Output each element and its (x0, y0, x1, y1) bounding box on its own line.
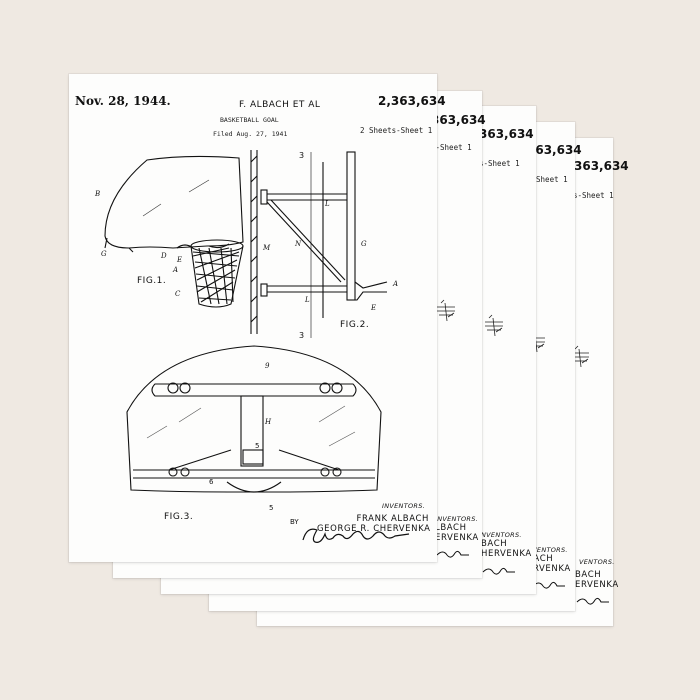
sheet-label-fragment: s-Sheet 1 (431, 143, 472, 152)
label-M: M (262, 244, 271, 252)
label-G2: G (361, 240, 367, 248)
inventor-name-1: FRANK ALBACH (356, 514, 429, 524)
sheet-label-fragment: s-Sheet 1 (479, 159, 520, 168)
fig3-label: FIG.3. (164, 512, 194, 522)
front-patent-sheet: Nov. 28, 1944. F. ALBACH ET AL BASKETBAL… (69, 74, 446, 562)
label-9: 9 (265, 362, 270, 370)
sheet-label-fragment: s-Sheet 1 (527, 175, 568, 184)
filed-date: Filed Aug. 27, 1941 (213, 130, 288, 138)
label-D: D (160, 252, 167, 260)
sheet-label-fragment: s-Sheet 1 (573, 191, 614, 200)
signature-fragment (482, 567, 515, 575)
patent-number-fragment: 363,634 (527, 143, 582, 157)
inventors-fragment: NVENTORS. BACH ERVENKA (527, 546, 571, 574)
section-mark-5-top: 5 (255, 442, 259, 450)
patent-number-fragment: 363,634 (479, 127, 534, 141)
by-label: BY (290, 518, 299, 526)
fig2-drawing: 3 3 L N M G L A E (250, 150, 398, 340)
fig1-drawing: B G D E A C (94, 155, 244, 308)
sheet-label: 2 Sheets-Sheet 1 (360, 126, 433, 135)
attorney-signature (302, 528, 410, 543)
patent-number: 2,363,634 (378, 94, 446, 108)
label-A: A (172, 266, 178, 274)
inventor-name-2: GEORGE R. CHERVENKA (317, 524, 431, 534)
inventors-fragment: INVENTORS. LBACH ERVENKA (435, 515, 479, 543)
inventor-line: F. ALBACH ET AL (239, 100, 321, 110)
label-L2: L (304, 296, 310, 304)
patent-date: Nov. 28, 1944. (75, 94, 171, 108)
section-mark-5-bottom: 5 (269, 504, 273, 512)
fig3-drawing: 9 H 5 5 6 (126, 345, 382, 512)
signature-fragment (532, 581, 565, 589)
nozzle-detail-drawing (437, 299, 455, 322)
patent-number-fragment: 363,634 (574, 159, 629, 173)
label-C: C (175, 290, 181, 298)
section-mark-3-top: 3 (299, 151, 304, 160)
label-E2: E (370, 304, 376, 312)
inventors-fragment: NVENTORS. BACH HERVENKA (481, 531, 532, 559)
signature-fragment (576, 597, 609, 605)
label-G: G (101, 250, 107, 258)
inventor-names-fragment: BACH ERVENKA (575, 570, 619, 590)
signature-fragment (436, 550, 469, 558)
label-A2: A (392, 280, 398, 288)
label-H: H (264, 418, 272, 426)
section-mark-3-bottom: 3 (299, 331, 304, 340)
inventors-heading: INVENTORS. (382, 502, 425, 510)
fig1-label: FIG.1. (137, 276, 167, 286)
inventor-names: FRANK ALBACH GEORGE R. CHERVENKA (317, 514, 431, 534)
nozzle-detail-drawing (485, 314, 503, 337)
label-E: E (176, 256, 182, 264)
inventors-fragment: VENTORS. (579, 558, 615, 566)
patent-title: BASKETBALL GOAL (220, 116, 279, 124)
label-B: B (94, 190, 100, 198)
label-N: N (294, 240, 302, 248)
patent-number-fragment: 363,634 (431, 113, 486, 127)
label-6: 6 (209, 478, 214, 486)
label-L: L (324, 200, 330, 208)
fig2-label: FIG.2. (340, 320, 370, 330)
